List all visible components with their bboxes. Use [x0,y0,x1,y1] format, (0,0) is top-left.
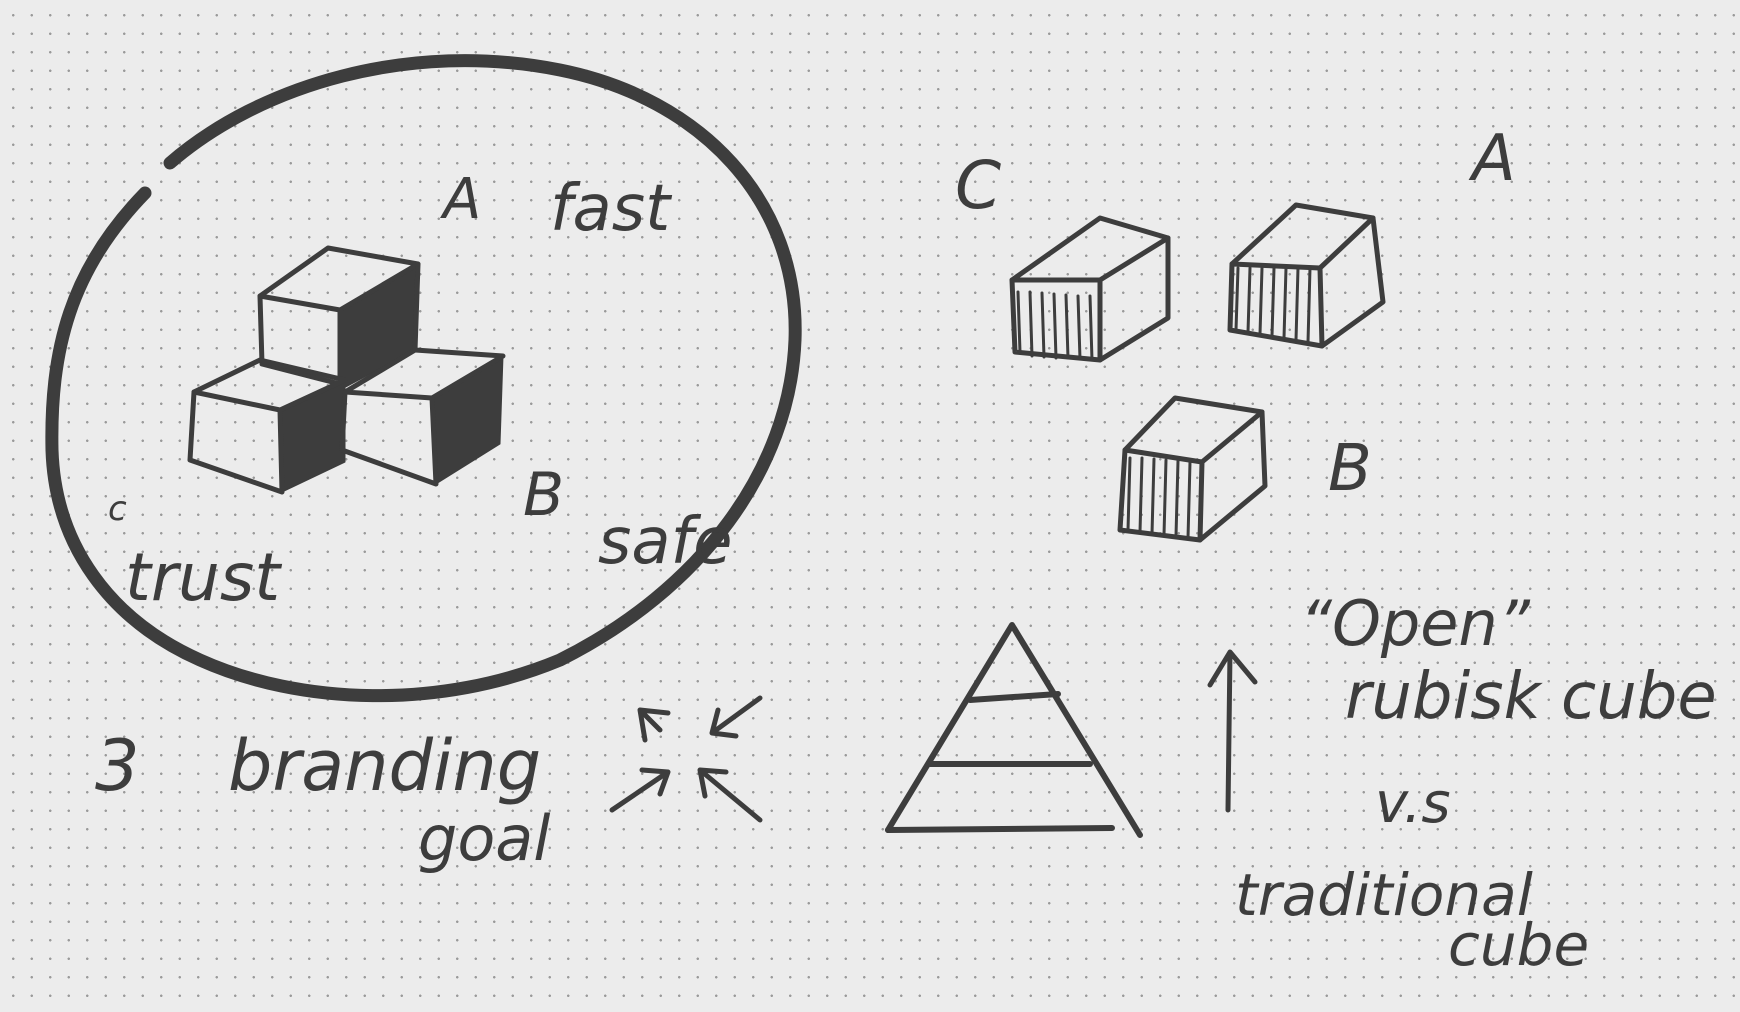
open-cubes-group [1009,202,1386,543]
label-trust: trust [125,539,282,616]
label-safe: safe [598,505,732,579]
caption-goal: goal [418,802,551,875]
enclosing-circle [45,54,802,703]
open-cube-b [1117,395,1268,543]
pyramid-icon [885,622,1143,838]
label-fast: fast [550,172,673,246]
caption-branding: branding [228,725,541,807]
label-b-right: B [1328,432,1372,506]
label-c-right: C [955,147,1001,224]
up-arrow-icon [1207,649,1258,813]
note-vs: v.s [1375,771,1451,836]
label-c-left: c [108,489,127,529]
branding-circle-group [45,54,802,703]
cube-top [257,245,421,391]
open-cube-a [1227,202,1386,349]
note-traditional: traditional [1235,861,1533,929]
cube-right [339,347,506,487]
open-cube-c [1009,215,1171,363]
label-a-right: A [1468,122,1516,196]
note-rubisk-cube: rubisk cube [1345,660,1717,734]
note-cube: cube [1448,911,1589,979]
note-open: “Open” [1300,587,1531,660]
converging-arrows-icon [609,695,763,823]
caption-number: 3 [95,725,140,807]
cube-left [187,357,348,495]
label-b-left: B [523,460,564,530]
cube-cluster [187,245,506,495]
label-a-left: A [440,167,481,232]
